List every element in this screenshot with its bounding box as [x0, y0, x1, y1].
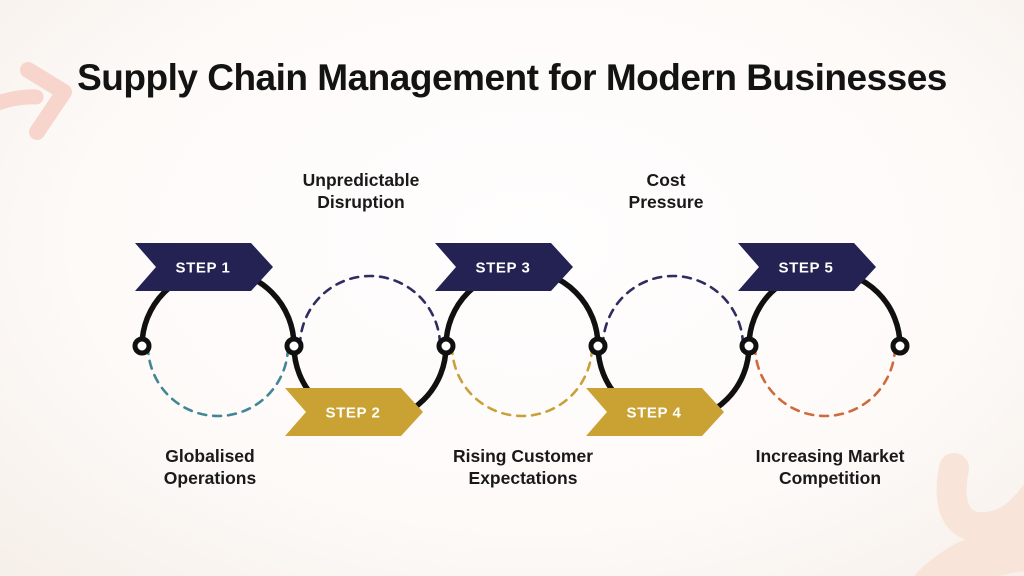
blob-squiggle-icon [914, 453, 1024, 576]
blob-hook [936, 453, 1024, 543]
step-3-caption: Rising Customer Expectations [453, 446, 593, 489]
timeline-node [588, 336, 608, 356]
caption-line: Disruption [317, 191, 405, 212]
step-5-banner: STEP 5 [738, 243, 876, 291]
timeline-node [132, 336, 152, 356]
step-5-banner-shape [738, 243, 876, 291]
step-3-banner: STEP 3 [435, 243, 573, 291]
ring-5-dashed-arc [753, 344, 897, 418]
caption-line: Operations [163, 467, 257, 488]
step-3-label: STEP 3 [475, 260, 530, 277]
curved-arrow-icon [0, 62, 72, 140]
caption-line: Unpredictable [302, 170, 420, 190]
step-2-label: STEP 2 [325, 405, 380, 422]
step-2-banner-shape [285, 388, 423, 436]
timeline-node [739, 336, 759, 356]
caption-line: Competition [778, 467, 882, 488]
timeline-node [436, 336, 456, 356]
step-4-banner-shape [586, 388, 724, 436]
blob-sweep [914, 524, 1024, 576]
caption-line: Globalised [165, 446, 255, 466]
ring-4-dashed-arc [601, 274, 745, 348]
step-1-banner: STEP 1 [135, 243, 273, 291]
caption-line: Rising Customer [452, 446, 594, 466]
step-2-banner: STEP 2 [285, 388, 423, 436]
page-title: Supply Chain Management for Modern Busin… [77, 57, 947, 98]
timeline-node [284, 336, 304, 356]
ring-2-dashed-arc [298, 274, 442, 348]
caption-line: Pressure [628, 191, 704, 212]
caption-line: Cost [646, 170, 686, 190]
step-1-label: STEP 1 [175, 260, 230, 277]
step-5-caption: Increasing Market Competition [756, 446, 905, 489]
step-1-caption: Globalised Operations [164, 446, 256, 489]
step-2-caption: Unpredictable Disruption [303, 170, 420, 213]
step-4-label: STEP 4 [626, 405, 681, 422]
timeline-node [890, 336, 910, 356]
step-1-banner-shape [135, 243, 273, 291]
ring-3-dashed-arc [450, 344, 594, 418]
step-3-banner-shape [435, 243, 573, 291]
caption-line: Expectations [468, 467, 578, 488]
step-4-banner: STEP 4 [586, 388, 724, 436]
step-5-label: STEP 5 [778, 260, 833, 277]
arrow-head [20, 62, 72, 140]
arrow-tail [0, 89, 44, 111]
ring-1-dashed-arc [146, 344, 290, 418]
caption-line: Increasing Market [755, 446, 905, 466]
step-4-caption: Cost Pressure [629, 170, 704, 213]
